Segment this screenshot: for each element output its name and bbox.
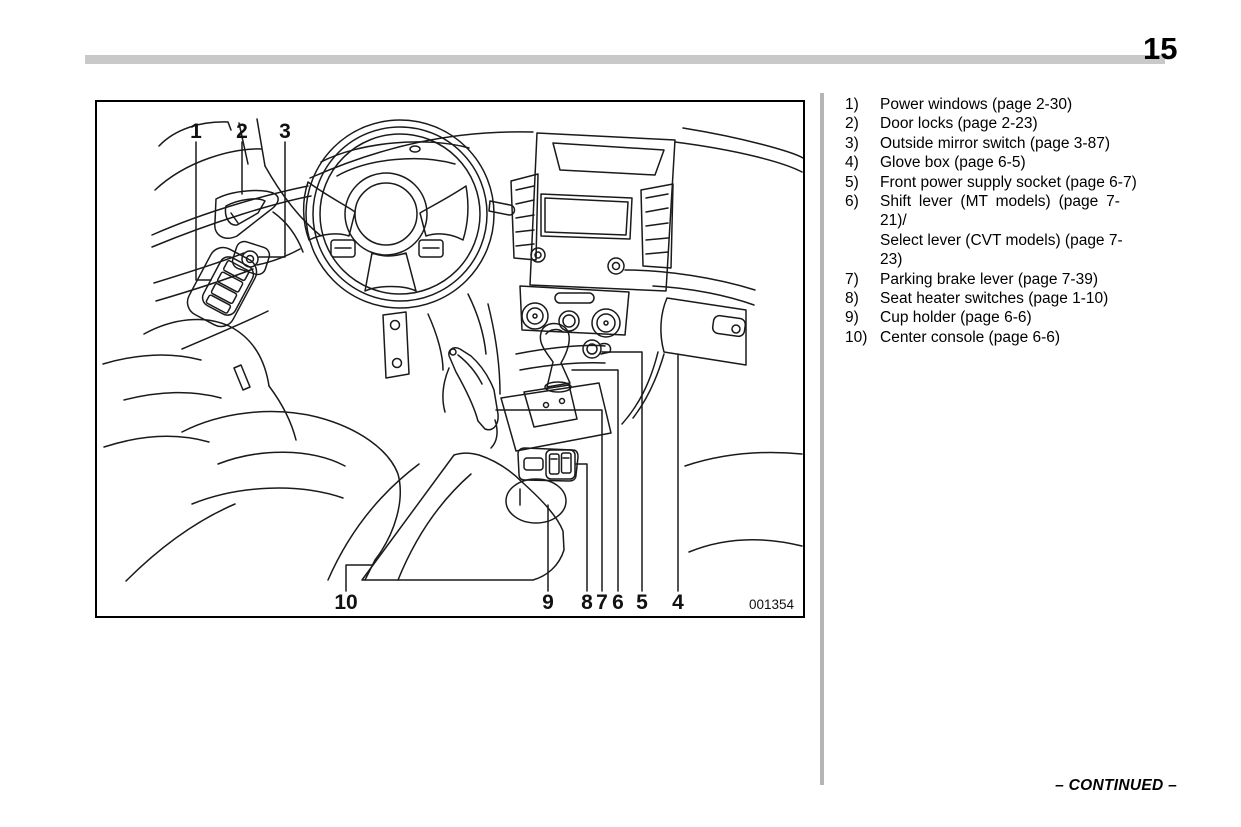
callout-label-2: 2: [236, 120, 248, 143]
legend-item-number: 2): [845, 115, 859, 133]
interior-illustration: 1 2 3 10 9 8 7 6 5 4 001354: [102, 118, 803, 614]
leader-lines: [195, 141, 679, 592]
callout-label-1: 1: [190, 120, 202, 143]
callout-label-5: 5: [636, 591, 648, 614]
legend-item-number: 1): [845, 96, 859, 113]
page-number: 15: [1143, 31, 1178, 66]
legend-item-text: Door locks (page 2-23): [880, 115, 1038, 133]
header-rule: [85, 55, 1165, 64]
legend-item: 10) Center console (page 6-6): [845, 328, 1141, 347]
center-stack: [510, 132, 676, 338]
legend-item-number: 8): [845, 290, 859, 308]
center-console: [361, 452, 565, 581]
center-console-area: [361, 322, 612, 581]
callout-label-3: 3: [279, 120, 291, 143]
left-air-vent: [510, 173, 539, 261]
right-air-vent: [640, 183, 674, 269]
legend-list: 1) Power windows (page 2-30) 2) Door locks …: [845, 95, 1141, 347]
legend-item-number: 10): [845, 328, 868, 346]
wiper-stalk: [488, 200, 516, 216]
glove-box-area: [624, 269, 756, 419]
legend-item-number: 9): [845, 309, 859, 327]
power-supply-socket: [582, 339, 602, 359]
callout-label-9: 9: [542, 591, 554, 614]
legend-item: 4) Glove box (page 6-5): [845, 153, 1141, 172]
legend-item: 3) Outside mirror switch (page 3-87): [845, 134, 1141, 153]
legend-item-text: Shift lever (MT models) (page 7-21)/Sele…: [880, 193, 1123, 269]
legend-item-number: 5): [845, 173, 859, 191]
legend-item-number: 3): [845, 134, 859, 152]
legend-item-number: 6): [845, 193, 859, 211]
shifter-plate: [500, 382, 612, 452]
legend-item-number: 4): [845, 154, 859, 172]
legend-item: 7) Parking brake lever (page 7-39): [845, 270, 1141, 289]
callout-label-4: 4: [672, 591, 684, 614]
legend-item-text: Power windows (page 2-30): [880, 96, 1073, 113]
legend-item-number: 7): [845, 270, 859, 288]
legend-item-text: Seat heater switches (page 1-10): [880, 290, 1109, 308]
door-controls: [186, 189, 279, 328]
steering-wheel: [302, 119, 516, 309]
legend-item: 8) Seat heater switches (page 1-10): [845, 289, 1141, 308]
callout-label-7: 7: [596, 591, 608, 614]
callout-label-10: 10: [334, 591, 357, 614]
legend-item-text: Cup holder (page 6-6): [880, 309, 1032, 327]
seat-heater-switches: [545, 449, 576, 480]
legend-item: 6) Shift lever (MT models) (page 7-21)/Se…: [845, 192, 1141, 270]
infotainment-screen: [540, 193, 633, 240]
parking-brake-lever: [448, 346, 499, 431]
legend-item: 5) Front power supply socket (page 6-7): [845, 173, 1141, 192]
glove-box: [660, 297, 747, 366]
legend-item: 1) Power windows (page 2-30): [845, 95, 1141, 114]
figure-code: 001354: [749, 597, 795, 612]
callout-label-8: 8: [581, 591, 593, 614]
callout-label-6: 6: [612, 591, 624, 614]
vertical-rule: [820, 93, 824, 785]
cup-holder: [505, 478, 567, 524]
legend-item-text: Center console (page 6-6): [880, 328, 1061, 346]
door-handle: [214, 189, 279, 239]
legend-item-text: Parking brake lever (page 7-39): [880, 270, 1098, 288]
legend-item-text: Outside mirror switch (page 3-87): [880, 134, 1110, 152]
legend-item-text: Front power supply socket (page 6-7): [880, 173, 1137, 191]
continued-note: – CONTINUED –: [1055, 777, 1177, 794]
interior-outline-lines: [102, 118, 803, 582]
shift-lever: [539, 322, 571, 388]
interior-figure: 1 2 3 10 9 8 7 6 5 4 001354: [95, 100, 805, 618]
legend-item-text: Glove box (page 6-5): [880, 154, 1026, 172]
legend-item: 9) Cup holder (page 6-6): [845, 308, 1141, 327]
legend-item: 2) Door locks (page 2-23): [845, 114, 1141, 133]
power-window-switches: [201, 256, 255, 316]
